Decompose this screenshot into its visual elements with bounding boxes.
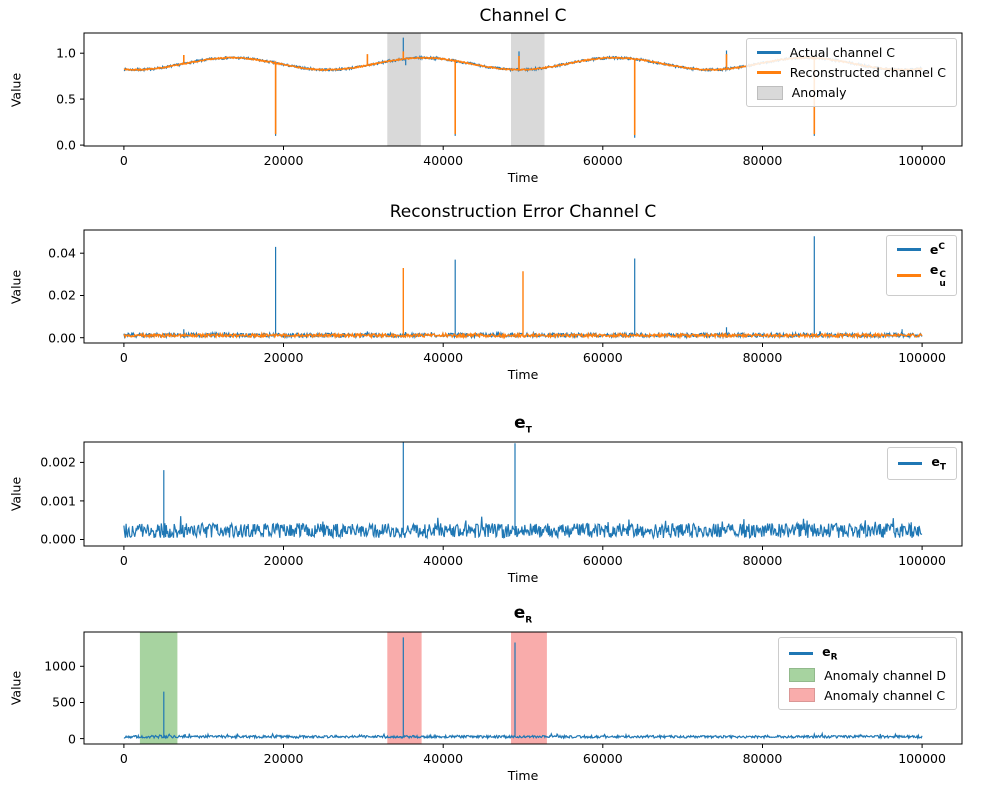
- legend-label: eT: [931, 454, 946, 473]
- y-tick-label: 0.000: [40, 531, 76, 547]
- anomaly-band: [387, 33, 421, 146]
- legend-patch-swatch: [789, 668, 816, 682]
- legend-line-swatch: [789, 651, 814, 655]
- legend-item: eT: [898, 454, 946, 473]
- chart-title: eT: [514, 413, 532, 436]
- legend-item: Anomaly channel D: [789, 668, 946, 683]
- x-axis-label: Time: [507, 570, 539, 585]
- legend-item: eR: [789, 644, 946, 663]
- legend-item: Anomaly channel C: [789, 688, 946, 703]
- x-tick-label: 0: [119, 153, 128, 168]
- x-tick-label: 100000: [898, 153, 946, 168]
- legend-label: Anomaly: [791, 85, 847, 100]
- legend-label: Actual channel C: [789, 45, 896, 60]
- y-tick-label: 0.001: [40, 493, 76, 509]
- y-tick-label: 0.00: [48, 330, 76, 346]
- legend-patch-swatch: [756, 85, 783, 100]
- x-tick-label: 100000: [898, 553, 946, 568]
- legend-line-swatch: [896, 274, 921, 278]
- y-tick-label: 1.0: [56, 45, 76, 61]
- y-tick-label: 0.0: [56, 137, 76, 153]
- anomaly-band: [387, 632, 422, 744]
- x-tick-label: 20000: [263, 350, 304, 365]
- anomaly-band: [511, 632, 547, 744]
- series-line: [123, 637, 923, 740]
- chart-title: Channel C: [479, 6, 567, 26]
- chart-title: eR: [513, 603, 533, 626]
- legend-item: Anomaly: [756, 85, 946, 100]
- legend-label: Anomaly channel D: [824, 667, 946, 683]
- legend-label: Reconstructed channel C: [789, 65, 946, 80]
- x-tick-label: 0: [119, 751, 128, 766]
- x-tick-label: 100000: [898, 350, 946, 365]
- y-tick-label: 0.5: [56, 91, 76, 107]
- x-tick-label: 40000: [423, 553, 464, 568]
- x-tick-label: 0: [119, 553, 128, 568]
- y-tick-label: 0.002: [40, 454, 76, 470]
- x-tick-label: 40000: [423, 153, 464, 168]
- x-tick-label: 80000: [742, 751, 783, 766]
- x-axis-label: Time: [507, 170, 539, 185]
- legend-label: eR: [822, 644, 838, 663]
- plot-area: [80, 441, 963, 550]
- x-tick-label: 100000: [898, 751, 946, 766]
- x-axis-label: Time: [507, 367, 539, 382]
- legend: Actual channel C Reconstructed channel C A…: [745, 38, 957, 107]
- x-tick-label: 20000: [263, 553, 304, 568]
- x-tick-label: 80000: [742, 153, 783, 168]
- x-tick-label: 60000: [582, 350, 623, 365]
- y-tick-label: 1000: [44, 658, 76, 674]
- legend-item: eC: [896, 242, 946, 258]
- x-tick-label: 40000: [423, 350, 464, 365]
- x-tick-label: 20000: [263, 153, 304, 168]
- chart-title: Reconstruction Error Channel C: [389, 202, 657, 222]
- legend-line-swatch: [898, 461, 923, 465]
- legend-label: Anomaly channel C: [824, 687, 946, 703]
- legend-line-swatch: [896, 248, 921, 252]
- series-line: [123, 442, 923, 540]
- series-line: [123, 268, 923, 340]
- x-tick-label: 0: [119, 350, 128, 365]
- legend-label: eC: [929, 242, 945, 258]
- legend-line-swatch: [756, 71, 781, 74]
- plot-area: [80, 229, 963, 347]
- plot-area: [80, 631, 963, 748]
- y-tick-label: 0.02: [48, 287, 76, 303]
- x-tick-label: 20000: [263, 751, 304, 766]
- x-tick-label: 60000: [582, 553, 623, 568]
- legend: eT: [887, 447, 957, 480]
- legend-item: Actual channel C: [756, 45, 946, 60]
- y-tick-label: 0: [68, 731, 76, 747]
- x-tick-label: 80000: [742, 350, 783, 365]
- anomaly-band: [511, 33, 545, 146]
- x-tick-label: 40000: [423, 751, 464, 766]
- x-tick-label: 60000: [582, 751, 623, 766]
- y-tick-label: 500: [52, 694, 76, 710]
- legend-patch-swatch: [789, 688, 816, 702]
- legend: eR Anomaly channel D Anomaly channel C: [778, 637, 957, 710]
- x-axis-label: Time: [507, 768, 539, 783]
- legend-item: Reconstructed channel C: [756, 65, 946, 80]
- legend-line-swatch: [756, 51, 781, 54]
- x-tick-label: 60000: [582, 153, 623, 168]
- anomaly-band: [139, 632, 178, 744]
- x-tick-label: 80000: [742, 553, 783, 568]
- y-tick-label: 0.04: [48, 245, 76, 261]
